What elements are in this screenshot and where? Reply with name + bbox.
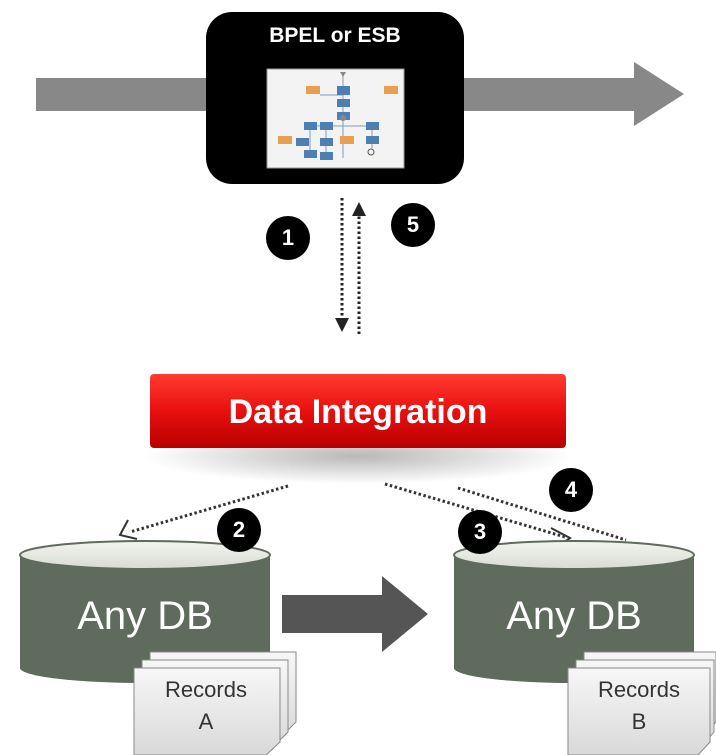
records-b-line1: Records xyxy=(598,677,680,702)
database-a xyxy=(19,540,271,683)
step-1-number: 1 xyxy=(281,225,295,250)
database-b xyxy=(453,540,695,683)
step-4-badge xyxy=(549,468,593,512)
response-arrow-up xyxy=(352,202,366,334)
records-b-stack xyxy=(567,651,716,755)
data-integration-label: Data Integration xyxy=(228,393,488,431)
records-b-line2: B xyxy=(631,709,647,734)
step-2-badge xyxy=(217,508,261,552)
step-5-badge xyxy=(391,203,435,247)
records-a-label: Records A xyxy=(136,674,276,738)
request-arrow-down xyxy=(335,198,349,332)
records-a-line2: A xyxy=(198,709,214,734)
step-4-number: 4 xyxy=(564,477,578,502)
step-3-number: 3 xyxy=(473,519,487,544)
records-a-stack xyxy=(133,651,297,755)
process-thumbnail xyxy=(266,68,405,169)
process-flow-arrow xyxy=(36,62,684,126)
step-2-number: 2 xyxy=(232,517,246,542)
step-5-number: 5 xyxy=(406,212,420,237)
step-1-badge xyxy=(266,216,310,260)
bpel-esb-title: BPEL or ESB xyxy=(269,24,401,47)
step-3-badge xyxy=(458,510,502,554)
data-integration-box xyxy=(150,374,566,448)
arrow-to-db-a xyxy=(118,484,289,540)
db-b-label: Any DB xyxy=(506,594,642,638)
dotted-line-db-b-record xyxy=(457,486,627,542)
db-transfer-arrow xyxy=(282,576,428,652)
records-b-label: Records B xyxy=(569,674,709,738)
records-a-line1: Records xyxy=(165,677,247,702)
db-a-label: Any DB xyxy=(77,594,213,638)
